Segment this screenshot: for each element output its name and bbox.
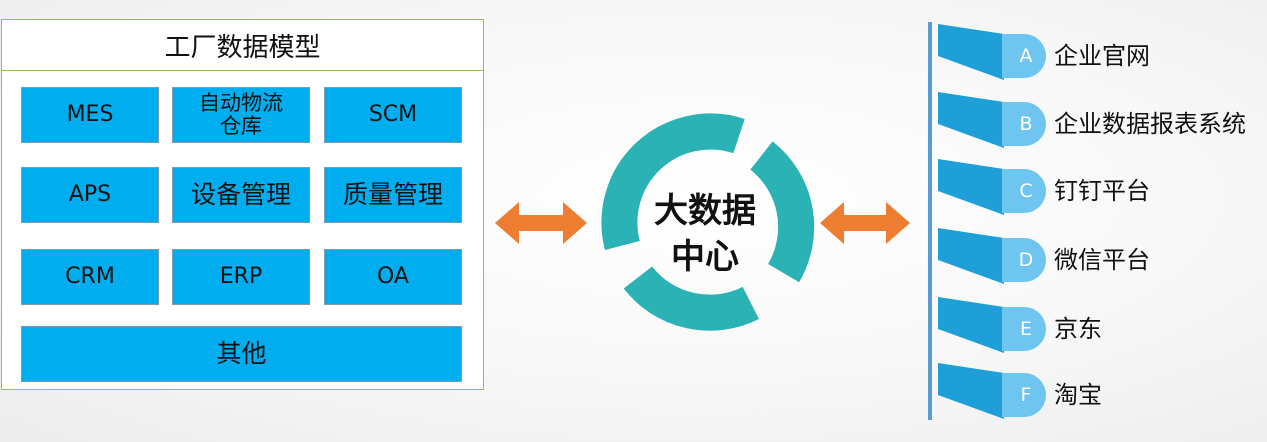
center-title: 大数据 中心 [635,188,775,280]
vertical-divider-bar [928,22,932,420]
target-label: 企业数据报表系统 [1054,110,1246,138]
target-item-e: E 京东 [938,297,1258,353]
target-label: 京东 [1054,315,1102,343]
module-oa: OA [324,249,462,305]
band-shape [938,24,1004,80]
band-shape [938,228,1004,284]
big-data-center-ring [601,113,815,331]
module-other: 其他 [21,326,462,382]
factory-data-model-panel: 工厂数据模型 MES 自动物流仓库 SCM APS 设备管理 质量管理 CRM … [1,19,484,390]
target-item-d: D 微信平台 [938,228,1258,284]
target-item-a: A 企业官网 [938,24,1258,80]
module-scm: SCM [324,87,462,143]
badge-letter: E [1002,307,1046,351]
module-mes: MES [21,87,159,143]
center-title-line1: 大数据 [654,191,756,231]
badge-letter: F [1002,373,1046,417]
module-crm: CRM [21,249,159,305]
module-quality: 质量管理 [324,167,462,223]
badge-letter: A [1002,34,1046,78]
band-shape [938,297,1004,353]
target-item-f: F 淘宝 [938,363,1258,419]
module-equipment: 设备管理 [172,167,310,223]
double-headed-arrow-icon [495,202,587,244]
badge-letter: C [1002,169,1046,213]
band-shape [938,92,1004,148]
panel-title: 工厂数据模型 [2,20,483,71]
target-item-c: C 钉钉平台 [938,159,1258,215]
target-label: 微信平台 [1054,246,1150,274]
double-headed-arrow-icon [820,202,910,244]
module-auto-logistics: 自动物流仓库 [172,87,310,143]
target-label: 企业官网 [1054,42,1150,70]
target-item-b: B 企业数据报表系统 [938,92,1258,148]
target-label: 钉钉平台 [1054,177,1150,205]
target-label: 淘宝 [1054,381,1102,409]
ring-segment-left [601,113,745,251]
center-title-line2: 中心 [671,237,739,277]
band-shape [938,159,1004,215]
ring-segment-right [749,141,815,283]
ring-segment-bottom [623,265,759,331]
band-shape [938,363,1004,419]
module-erp: ERP [172,249,310,305]
badge-letter: D [1002,238,1046,282]
module-aps: APS [21,167,159,223]
badge-letter: B [1002,102,1046,146]
